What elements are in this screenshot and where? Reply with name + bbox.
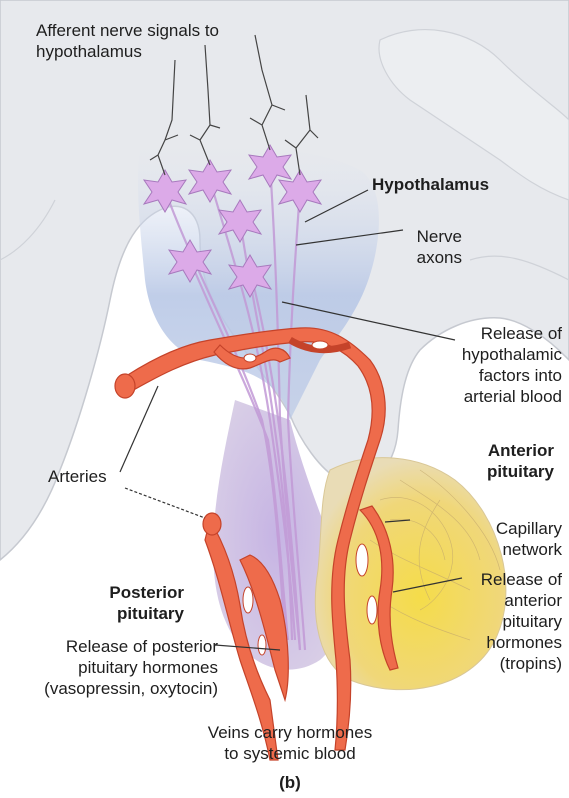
- release-hypothalamic-factors-label: Release of hypothalamic factors into art…: [380, 323, 562, 407]
- release-anterior-hormones-label: Release of anterior pituitary hormones (…: [420, 569, 562, 674]
- hypothalamus-label: Hypothalamus: [372, 174, 489, 195]
- panel-label: (b): [260, 772, 320, 793]
- nerve-axons-label: Nerve axons: [400, 226, 462, 268]
- capillary-network-label: Capillary network: [420, 518, 562, 560]
- veins-label: Veins carry hormones to systemic blood: [170, 722, 410, 764]
- release-posterior-hormones-label: Release of posterior pituitary hormones …: [8, 636, 218, 699]
- arteries-label: Arteries: [48, 466, 107, 487]
- anterior-pituitary-label: Anterior pituitary: [400, 440, 554, 482]
- posterior-pituitary-label: Posterior pituitary: [60, 582, 184, 624]
- afferent-nerve-label: Afferent nerve signals to hypothalamus: [36, 20, 219, 62]
